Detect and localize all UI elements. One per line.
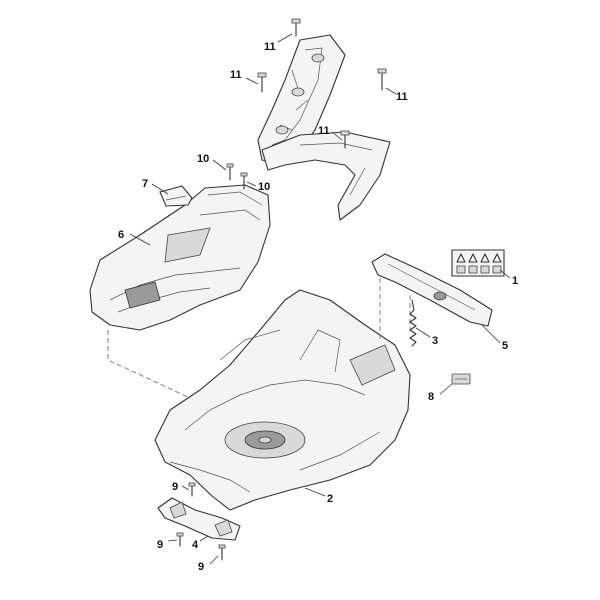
callout-7: 7 — [142, 178, 148, 190]
callout-3: 3 — [432, 335, 438, 347]
screw-icon — [218, 544, 226, 561]
leader-lines — [129, 33, 511, 565]
callout-10: 10 — [258, 181, 270, 193]
callout-1: 1 — [512, 275, 518, 287]
callout-6: 6 — [118, 229, 124, 241]
callout-9: 9 — [198, 561, 204, 573]
screw-icon — [340, 130, 350, 149]
small-label — [451, 373, 471, 385]
screw-icon — [257, 72, 267, 93]
callout-4: 4 — [192, 539, 199, 551]
cover-cap — [159, 185, 193, 207]
assembly-guide-lines — [107, 270, 411, 399]
rear-flap — [371, 253, 493, 327]
callout-9: 9 — [172, 481, 178, 493]
callout-11: 11 — [318, 125, 330, 137]
screw-icon — [240, 172, 248, 190]
warning-label — [451, 249, 505, 277]
callout-11: 11 — [396, 91, 408, 103]
grass-bag-cover — [89, 184, 271, 331]
screw-icon — [176, 532, 184, 547]
handle-frame — [257, 34, 391, 221]
front-bracket — [157, 497, 241, 541]
callout-8: 8 — [428, 391, 434, 403]
screw-icon — [226, 163, 234, 181]
callout-5: 5 — [502, 340, 508, 352]
screw-icon — [377, 68, 387, 91]
mower-chassis — [154, 289, 411, 511]
callout-10: 10 — [197, 153, 209, 165]
callout-11: 11 — [230, 69, 242, 81]
callout-9: 9 — [157, 539, 163, 551]
screw-icon — [291, 18, 301, 37]
screw-icon — [188, 482, 196, 497]
callout-11: 11 — [264, 41, 276, 53]
callout-2: 2 — [327, 493, 333, 505]
spring-part — [409, 299, 417, 347]
